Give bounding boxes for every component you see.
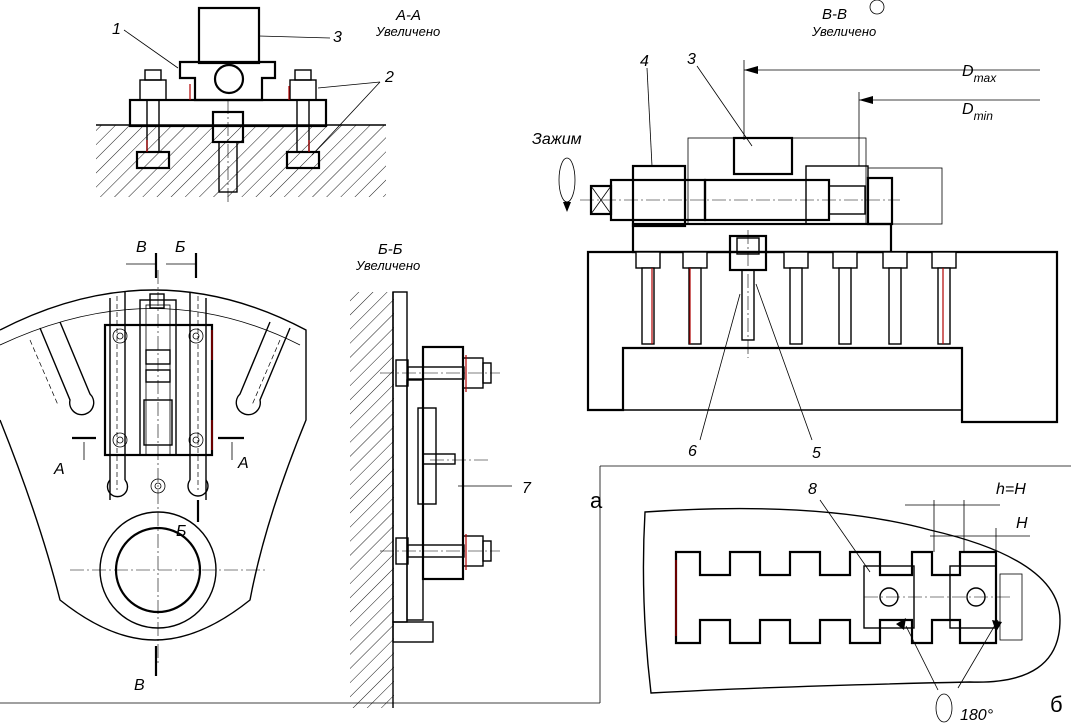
callout-1: 1 bbox=[112, 21, 121, 38]
cut-b-top: Б bbox=[175, 239, 185, 256]
callout-4: 4 bbox=[640, 53, 649, 70]
callout-5: 5 bbox=[812, 445, 821, 462]
dim-dmax: Dmax bbox=[962, 63, 997, 85]
callout-8: 8 bbox=[808, 481, 817, 498]
section-vv bbox=[558, 0, 1059, 441]
view-bb-subtitle: Увеличено bbox=[355, 258, 420, 273]
callout-3-vv: 3 bbox=[687, 51, 696, 68]
view-bb-title: Б-Б bbox=[378, 241, 403, 258]
section-aa bbox=[96, 6, 386, 205]
cut-a-left: А bbox=[53, 461, 65, 478]
callout-7: 7 bbox=[522, 480, 532, 497]
detail-panel bbox=[0, 465, 1071, 723]
callout-6: 6 bbox=[688, 443, 697, 460]
cut-a-right: А bbox=[237, 455, 249, 472]
view-vv-subtitle: Увеличено bbox=[811, 24, 876, 39]
view-aa-subtitle: Увеличено bbox=[375, 24, 440, 39]
callout-3-aa: 3 bbox=[333, 29, 342, 46]
rotation-angle: 180° bbox=[960, 707, 994, 724]
panel-a-label: а bbox=[590, 488, 603, 513]
panel-b-label: б bbox=[1050, 692, 1063, 717]
cut-v-top: В bbox=[136, 239, 147, 256]
cut-b-bottom: Б bbox=[176, 523, 186, 540]
plan-view bbox=[0, 253, 307, 676]
callout-2: 2 bbox=[384, 69, 394, 86]
dim-H: H bbox=[1016, 515, 1028, 532]
section-bb bbox=[350, 291, 512, 708]
view-vv-title: В-В bbox=[822, 6, 847, 23]
dim-h-eq-H: h=H bbox=[996, 481, 1026, 498]
view-aa-title: A-A bbox=[395, 7, 421, 24]
cut-v-bottom: В bbox=[134, 677, 145, 694]
clamp-label: Зажим bbox=[532, 131, 582, 148]
dim-dmin: Dmin bbox=[962, 101, 993, 123]
